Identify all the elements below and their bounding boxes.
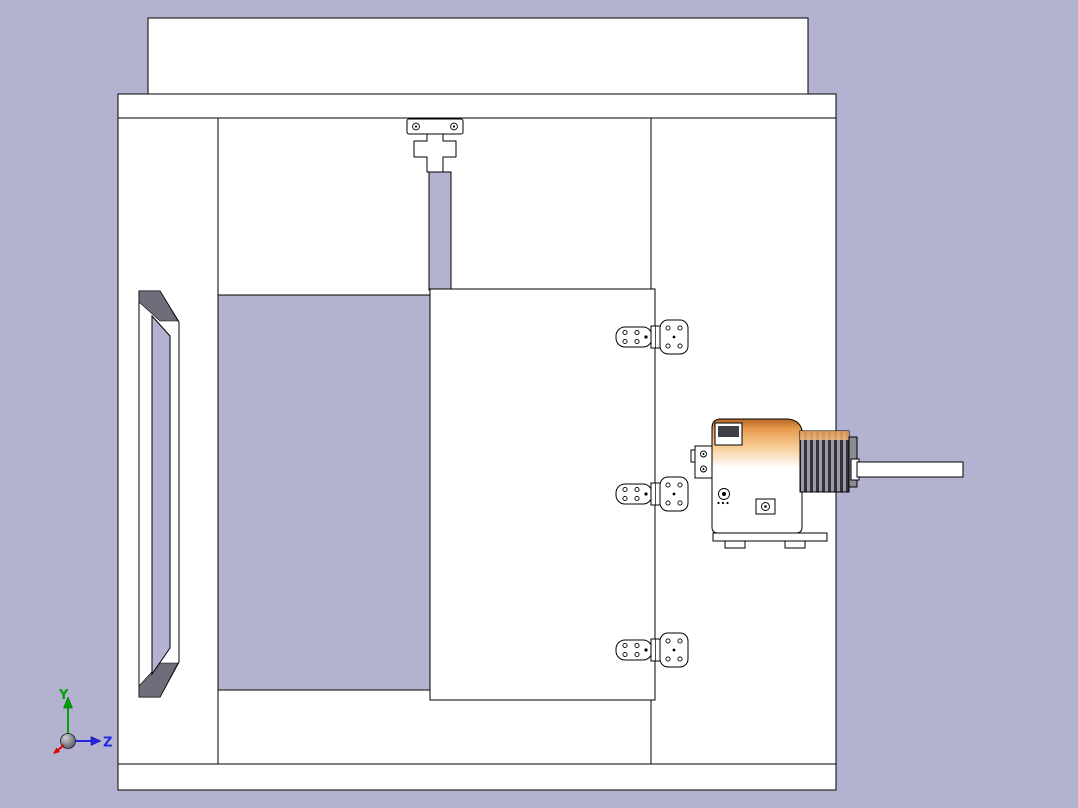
gear-motor[interactable] <box>690 418 964 549</box>
latch-screw-right-dot <box>452 125 456 128</box>
port-screw-bottom-dot <box>702 468 705 470</box>
z-axis-arrowhead <box>90 736 102 746</box>
latch-screw-left-dot <box>414 125 418 128</box>
enclosure-top-flange[interactable] <box>117 93 837 119</box>
motor-foot-left <box>724 540 746 549</box>
orientation-triad: Y Z <box>53 688 112 754</box>
x-axis-arrowhead <box>53 747 60 754</box>
y-axis-arrowhead <box>63 696 73 709</box>
enclosure-top-box[interactable] <box>147 17 809 95</box>
motor-base-flange <box>712 532 828 542</box>
gearbox-housing[interactable] <box>711 418 803 534</box>
enclosure-recess-opening[interactable] <box>217 294 431 691</box>
top-latch-bracket[interactable] <box>406 118 464 291</box>
motor-shaft[interactable] <box>856 461 964 478</box>
motor-fins-sheen <box>800 431 849 440</box>
terminal-box-window <box>718 426 739 437</box>
gearbox-emblem-dot <box>722 492 726 496</box>
bracket-top-chamfer <box>138 290 179 322</box>
emblem-mark-1 <box>717 501 720 505</box>
x-axis-shaft <box>57 744 65 751</box>
emblem-mark-3 <box>726 501 729 505</box>
y-axis-label: Y <box>58 688 69 703</box>
motor-fins[interactable] <box>799 430 850 493</box>
guide-slot <box>428 171 452 291</box>
drain-plug-dot <box>764 505 767 508</box>
bracket-bottom-chamfer <box>138 662 179 698</box>
latch-cross-body[interactable] <box>413 133 457 173</box>
port-screw-top-dot <box>702 453 705 455</box>
side-handle-bracket[interactable] <box>138 290 180 698</box>
bracket-inner-channel <box>151 314 171 676</box>
left-port <box>694 445 713 479</box>
z-axis-label: Z <box>103 736 112 751</box>
origin-sphere <box>60 733 76 749</box>
motor-foot-right <box>784 540 806 549</box>
enclosure-base[interactable] <box>117 763 837 791</box>
emblem-mark-2 <box>721 501 725 505</box>
